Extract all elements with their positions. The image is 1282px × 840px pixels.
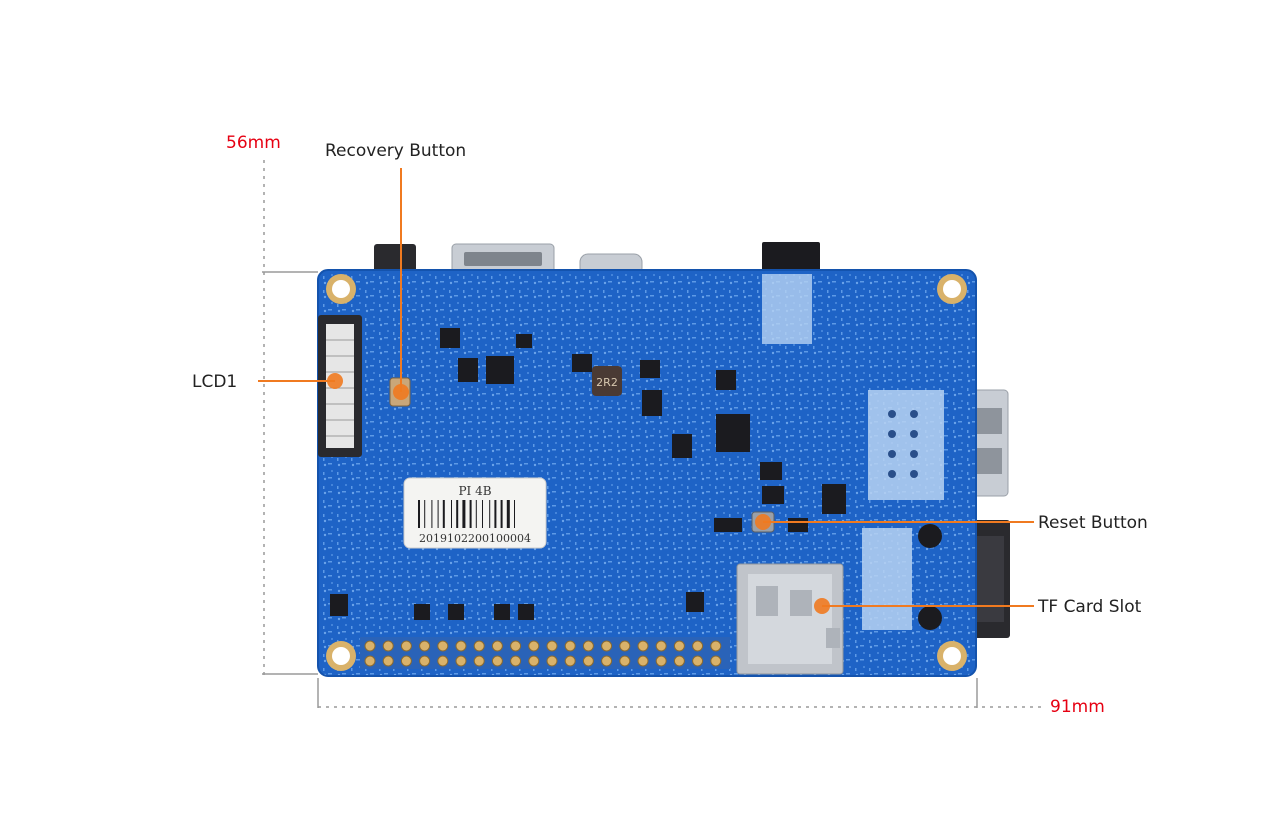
barcode-bar	[437, 500, 439, 528]
gpio-pin	[437, 655, 449, 667]
gpio-pin	[455, 640, 467, 652]
gpio-pin	[582, 655, 594, 667]
gpio-pin	[419, 640, 431, 652]
barcode-model: PI 4B	[458, 484, 491, 498]
barcode-bar	[494, 500, 497, 528]
height-dimension-label: 56mm	[226, 133, 281, 153]
mounting-holes	[326, 274, 967, 671]
tf-marker	[814, 598, 830, 614]
reset-marker	[755, 514, 771, 530]
barcode-bar	[482, 500, 483, 528]
barcode-bar	[489, 500, 491, 528]
gpio-pin	[546, 655, 558, 667]
width-dimension-label: 91mm	[1050, 697, 1105, 717]
tf-card-slot-label: TF Card Slot	[1038, 597, 1142, 617]
lcd1-label: LCD1	[192, 372, 238, 392]
callout-leaders	[258, 168, 1034, 614]
gpio-pin	[364, 640, 376, 652]
recovery-marker	[393, 384, 409, 400]
gpio-pin	[619, 640, 631, 652]
gpio-pin	[455, 655, 467, 667]
gpio-header	[364, 640, 722, 667]
barcode-bar	[469, 500, 472, 528]
gpio-pin	[655, 655, 667, 667]
gpio-pin	[528, 640, 540, 652]
gpio-pin	[564, 640, 576, 652]
gpio-pin	[692, 655, 704, 667]
gpio-pin	[601, 640, 613, 652]
gpio-pin	[510, 640, 522, 652]
gpio-pin	[491, 655, 503, 667]
gpio-pin	[510, 655, 522, 667]
gpio-pin	[473, 640, 485, 652]
gpio-pin	[637, 640, 649, 652]
barcode-bar	[514, 500, 515, 528]
gpio-pin	[382, 655, 394, 667]
reset-button-label: Reset Button	[1038, 513, 1148, 533]
dimension-lines	[262, 160, 1042, 708]
gpio-pin	[601, 655, 613, 667]
gpio-pin	[382, 640, 394, 652]
power-jack	[762, 242, 820, 276]
gpio-pin	[619, 655, 631, 667]
barcode-bar	[418, 500, 420, 528]
barcode-bar	[442, 500, 445, 528]
lcd1-marker	[327, 373, 343, 389]
gpio-pin	[710, 640, 722, 652]
gpio-pin	[673, 655, 685, 667]
inductor	[592, 366, 622, 396]
gpio-pin	[637, 655, 649, 667]
gpio-pin	[692, 640, 704, 652]
audio-jack	[374, 244, 416, 276]
barcode-bar	[462, 500, 466, 528]
gpio-pin	[419, 655, 431, 667]
gpio-pin	[546, 640, 558, 652]
gpio-pin	[364, 655, 376, 667]
barcode-bar	[431, 500, 433, 528]
gpio-pin	[528, 655, 540, 667]
barcode-serial: 2019102200100004	[419, 532, 531, 545]
gpio-header-strip	[360, 637, 730, 669]
gpio-pin	[437, 640, 449, 652]
gpio-pin	[564, 655, 576, 667]
gpio-pin	[710, 655, 722, 667]
gpio-pin	[400, 655, 412, 667]
gpio-pin	[491, 640, 503, 652]
barcode-bars	[418, 500, 515, 528]
gpio-pin	[582, 640, 594, 652]
barcode-bar	[506, 500, 510, 528]
recovery-button-label: Recovery Button	[325, 141, 467, 161]
chips	[330, 328, 846, 620]
barcode-bar	[424, 500, 426, 528]
inductor-marking: 2R2	[596, 376, 618, 389]
gpio-pin	[655, 640, 667, 652]
tf-card-slot	[736, 563, 844, 675]
gpio-pin	[673, 640, 685, 652]
barcode-sticker: PI 4B 2019102200100004	[403, 477, 547, 549]
barcode-bar	[475, 500, 477, 528]
barcode-bar	[500, 500, 503, 528]
barcode-bar	[456, 500, 459, 528]
gpio-pin	[473, 655, 485, 667]
barcode-bar	[451, 500, 452, 528]
gpio-pin	[400, 640, 412, 652]
